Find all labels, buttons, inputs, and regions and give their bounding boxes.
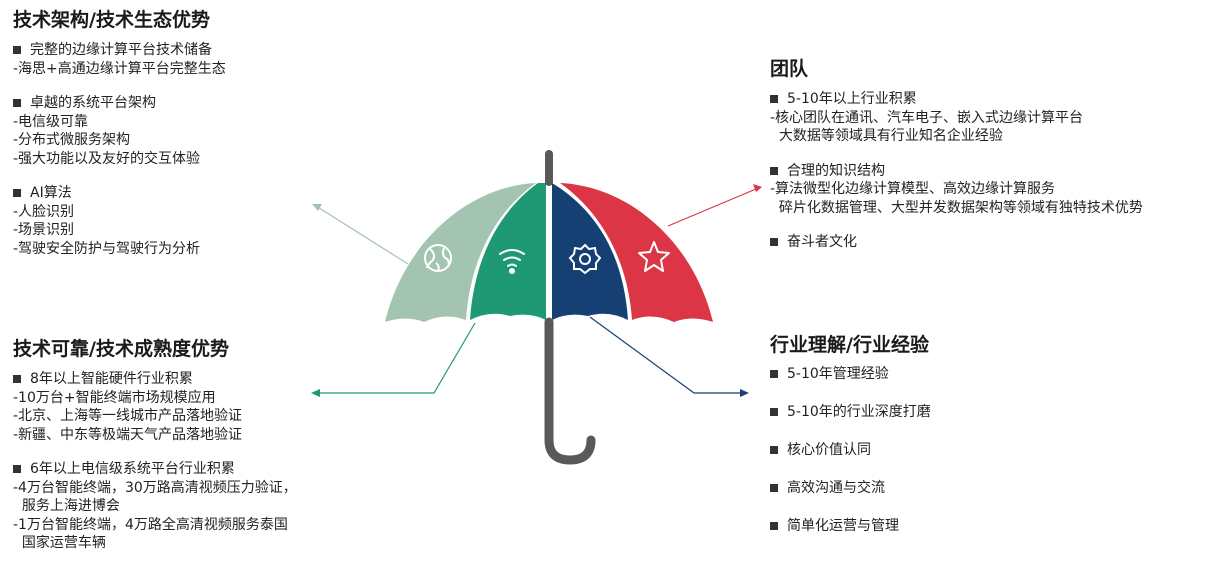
bullet-group: AI算法 -人脸识别 -场景识别 -驾驶安全防护与驾驶行为分析 [13,184,313,258]
gear-icon [568,243,602,275]
sub-line: -算法微型化边缘计算模型、高效边缘计算服务 [770,181,1056,197]
sub-line: -场景识别 [13,222,75,238]
canopy-segment-globe [385,183,536,322]
sub-line: 大数据等领域具有行业知名企业经验 [770,128,1003,144]
umbrella-tip [545,150,553,186]
globe-icon [424,244,452,272]
bullet-square [13,465,21,474]
section-title: 技术架构/技术生态优势 [13,9,210,31]
sub-line: -4万台智能终端，30万路高清视频压力验证， [13,479,297,496]
bullet-square [770,484,778,493]
sub-line: -10万台+智能终端市场规模应用 [13,389,216,406]
bullet-text: 简单化运营与管理 [787,518,899,534]
sub-line: -海思+高通边缘计算平台完整生态 [13,60,226,77]
canopy-segment-gear [552,183,628,320]
sub-line: -分布式微服务架构 [13,132,131,148]
bullet-text: 5-10年的行业深度打磨 [787,404,931,420]
section-title: 团队 [770,58,809,80]
umbrella-handle [544,317,596,465]
bullet-square [13,46,21,55]
bullet-text: 卓越的系统平台架构 [30,95,156,111]
connector-top-right [667,184,762,227]
bullet-group: 5-10年以上行业积累 -核心团队在通讯、汽车电子、嵌入式边缘计算平台 大数据等… [770,90,1200,146]
panel-tech-architecture: 技术架构/技术生态优势 完整的边缘计算平台技术储备 -海思+高通边缘计算平台完整… [13,8,313,258]
sub-line: -驾驶安全防护与驾驶行为分析 [13,240,201,257]
bullet-text: 核心价值认同 [787,442,871,458]
sub-line: -北京、上海等一线城市产品落地验证 [13,408,243,424]
canopy-segment-wifi [470,183,546,320]
bullet-group: 6年以上电信级系统平台行业积累 -4万台智能终端，30万路高清视频压力验证， 服… [13,460,343,553]
sub-line: -强大功能以及友好的交互体验 [13,150,201,167]
bullet-group: 8年以上智能硬件行业积累 -10万台+智能终端市场规模应用 -北京、上海等一线城… [13,370,343,444]
sub-line: 碎片化数据管理、大型并发数据架构等领域有独特技术优势 [770,199,1143,216]
bullet-square [13,99,21,108]
list-item: 简单化运营与管理 [770,517,1170,536]
bullet-group: 奋斗者文化 [770,233,1200,252]
sub-line: -1万台智能终端，4万路全高清视频服务泰国 [13,516,288,533]
bullet-square [770,408,778,417]
sub-line: 服务上海进博会 [13,498,120,514]
bullet-square [13,189,21,198]
connector-top-left [312,204,409,265]
bullet-text: 6年以上电信级系统平台行业积累 [30,461,235,477]
connector-bottom-right [589,316,749,397]
bullet-square [770,370,778,379]
list-item: 5-10年的行业深度打磨 [770,403,1170,422]
sub-line: -新疆、中东等极端天气产品落地验证 [13,426,243,443]
section-title: 行业理解/行业经验 [770,334,929,356]
bullet-text: 8年以上智能硬件行业积累 [30,371,193,387]
bullet-group: 卓越的系统平台架构 -电信级可靠 -分布式微服务架构 -强大功能以及友好的交互体… [13,94,313,168]
bullet-text: AI算法 [30,185,72,201]
bullet-group: 合理的知识结构 -算法微型化边缘计算模型、高效边缘计算服务 碎片化数据管理、大型… [770,162,1200,218]
bullet-group: 完整的边缘计算平台技术储备 -海思+高通边缘计算平台完整生态 [13,41,313,78]
bullet-square [770,238,778,247]
list-item: 核心价值认同 [770,441,1170,460]
bullet-square [13,375,21,384]
sub-line: -核心团队在通讯、汽车电子、嵌入式边缘计算平台 [770,109,1084,126]
canopy-segment-star [560,183,713,322]
wifi-icon [499,249,525,274]
star-icon [638,241,670,272]
bullet-square [770,446,778,455]
sub-line: -人脸识别 [13,203,75,220]
panel-team: 团队 5-10年以上行业积累 -核心团队在通讯、汽车电子、嵌入式边缘计算平台 大… [770,57,1200,252]
panel-industry-experience: 行业理解/行业经验 5-10年管理经验 5-10年的行业深度打磨 核心价值认同 … [770,333,1170,536]
bullet-text: 5-10年以上行业积累 [787,91,917,107]
bullet-text: 奋斗者文化 [787,234,857,250]
sub-line: -电信级可靠 [13,113,89,130]
bullet-text: 完整的边缘计算平台技术储备 [30,42,212,58]
connector-bottom-left [311,322,476,397]
section-title: 技术可靠/技术成熟度优势 [13,338,229,360]
list-item: 5-10年管理经验 [770,365,1170,384]
list-item: 高效沟通与交流 [770,479,1170,498]
panel-tech-reliability: 技术可靠/技术成熟度优势 8年以上智能硬件行业积累 -10万台+智能终端市场规模… [13,337,343,553]
bullet-text: 高效沟通与交流 [787,480,885,496]
bullet-square [770,522,778,531]
bullet-square [770,166,778,175]
bullet-text: 5-10年管理经验 [787,366,889,382]
bullet-square [770,95,778,104]
sub-line: 国家运营车辆 [13,535,106,551]
bullet-text: 合理的知识结构 [787,162,885,179]
